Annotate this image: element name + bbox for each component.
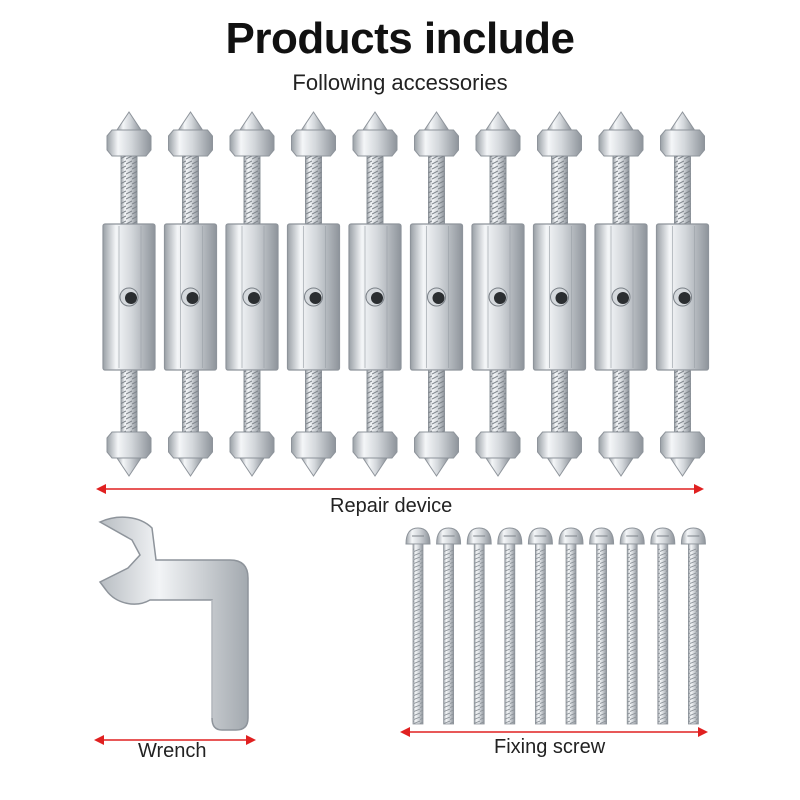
fixing-screw (436, 527, 462, 725)
repair-device (594, 111, 648, 477)
repair-device-label: Repair device (330, 495, 453, 517)
repair-device (163, 111, 218, 477)
repair-device (286, 111, 341, 477)
fixing-screw-group (405, 527, 706, 725)
repair-device (532, 111, 587, 477)
fixing-screw (650, 527, 676, 725)
page-subtitle: Following accessories (292, 70, 508, 95)
fixing-screw (680, 527, 706, 725)
repair-device (409, 111, 464, 477)
wrench-label: Wrench (138, 740, 207, 762)
fixing-screw-arrow (400, 727, 708, 737)
repair-device (471, 111, 525, 477)
repair-device (655, 111, 710, 477)
fixing-screw (466, 527, 492, 725)
fixing-screw (619, 527, 645, 725)
repair-device-arrow (96, 484, 704, 494)
repair-device (225, 111, 279, 477)
fixing-screw-label: Fixing screw (494, 736, 606, 758)
fixing-screw (527, 527, 553, 725)
repair-device-group (102, 111, 710, 477)
page-title: Products include (225, 14, 575, 63)
fixing-screw (558, 527, 584, 725)
repair-device (348, 111, 402, 477)
fixing-screw (405, 527, 431, 725)
wrench-image (98, 516, 249, 731)
fixing-screw (497, 527, 523, 725)
fixing-screw (589, 527, 615, 725)
wrench-arrow (94, 735, 256, 745)
repair-device (102, 111, 156, 477)
